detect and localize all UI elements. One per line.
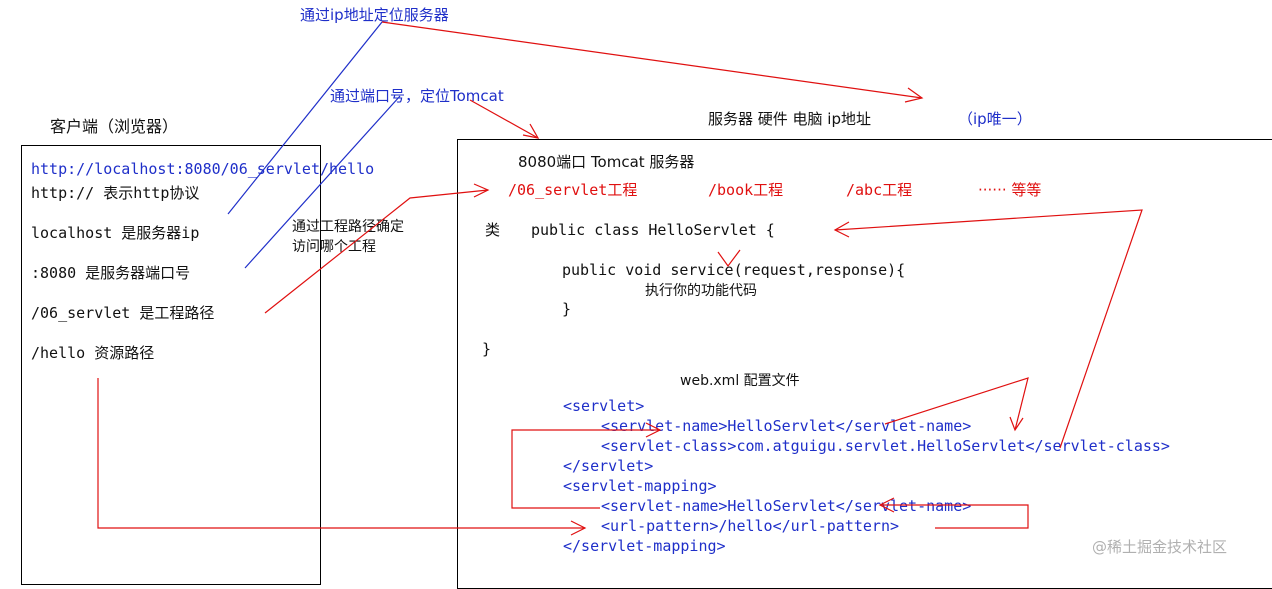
arrow-resource-to-url-pattern: [97, 378, 585, 529]
arrow-ip-to-server: [381, 21, 923, 99]
tomcat-label: 8080端口 Tomcat 服务器: [518, 153, 695, 171]
server-title: 服务器 硬件 电脑 ip地址: [708, 110, 871, 128]
arrow-name-to-class: [884, 377, 1029, 431]
webxml-title: web.xml 配置文件: [680, 373, 800, 389]
method-declaration: public void service(request,response){: [562, 261, 906, 279]
class-close: }: [482, 340, 492, 358]
webxml-servlet-close: </servlet>: [563, 457, 654, 475]
client-line-protocol: http:// 表示http协议: [31, 184, 200, 202]
client-line-host: localhost 是服务器ip: [31, 224, 200, 242]
connector-arrows: [97, 21, 1143, 536]
connector-ip: [227, 21, 383, 215]
project-abc: /abc工程: [846, 181, 913, 199]
arrow-mapping-loop: [880, 504, 1029, 529]
method-close: }: [562, 300, 572, 318]
client-line-resource: /hello 资源路径: [31, 344, 155, 362]
webxml-mapping-open: <servlet-mapping>: [563, 477, 717, 495]
client-url: http://localhost:8080/06_servlet/hello: [31, 160, 375, 178]
class-declaration: public class HelloServlet {: [531, 221, 775, 239]
webxml-servlet-class: <servlet-class>com.atguigu.servlet.Hello…: [601, 437, 1170, 455]
annotation-project-path-2: 访问哪个工程: [292, 239, 376, 255]
arrow-port-to-tomcat: [469, 99, 539, 139]
webxml-servlet-open: <servlet>: [563, 397, 645, 415]
arrow-service-tick: [717, 249, 741, 268]
annotation-port: 通过端口号，定位Tomcat: [330, 87, 504, 105]
method-body: 执行你的功能代码: [645, 283, 757, 299]
arrow-path-to-project: [264, 189, 489, 314]
client-line-project: /06_servlet 是工程路径: [31, 304, 215, 322]
arrow-class-to-servlet: [834, 209, 1143, 449]
webxml-mapping-close: </servlet-mapping>: [563, 537, 726, 555]
class-label: 类: [485, 221, 501, 239]
server-title-unique: （ip唯一）: [958, 110, 1032, 128]
webxml-servlet-name: <servlet-name>HelloServlet</servlet-name…: [601, 417, 972, 435]
arrow-left-loop: [511, 429, 660, 509]
project-book: /book工程: [708, 181, 784, 199]
client-title: 客户端（浏览器）: [50, 117, 179, 136]
connector-port: [244, 95, 401, 269]
watermark: @稀土掘金技术社区: [1092, 538, 1228, 556]
annotation-ip: 通过ip地址定位服务器: [300, 6, 449, 24]
project-etc: ······ 等等: [978, 181, 1042, 199]
project-06-servlet: /06_servlet工程: [508, 181, 638, 199]
webxml-url-pattern: <url-pattern>/hello</url-pattern>: [601, 517, 900, 535]
webxml-mapping-servlet-name: <servlet-name>HelloServlet</servlet-name…: [601, 497, 972, 515]
annotation-project-path: 通过工程路径确定: [292, 219, 404, 235]
client-line-port: :8080 是服务器端口号: [31, 264, 191, 282]
